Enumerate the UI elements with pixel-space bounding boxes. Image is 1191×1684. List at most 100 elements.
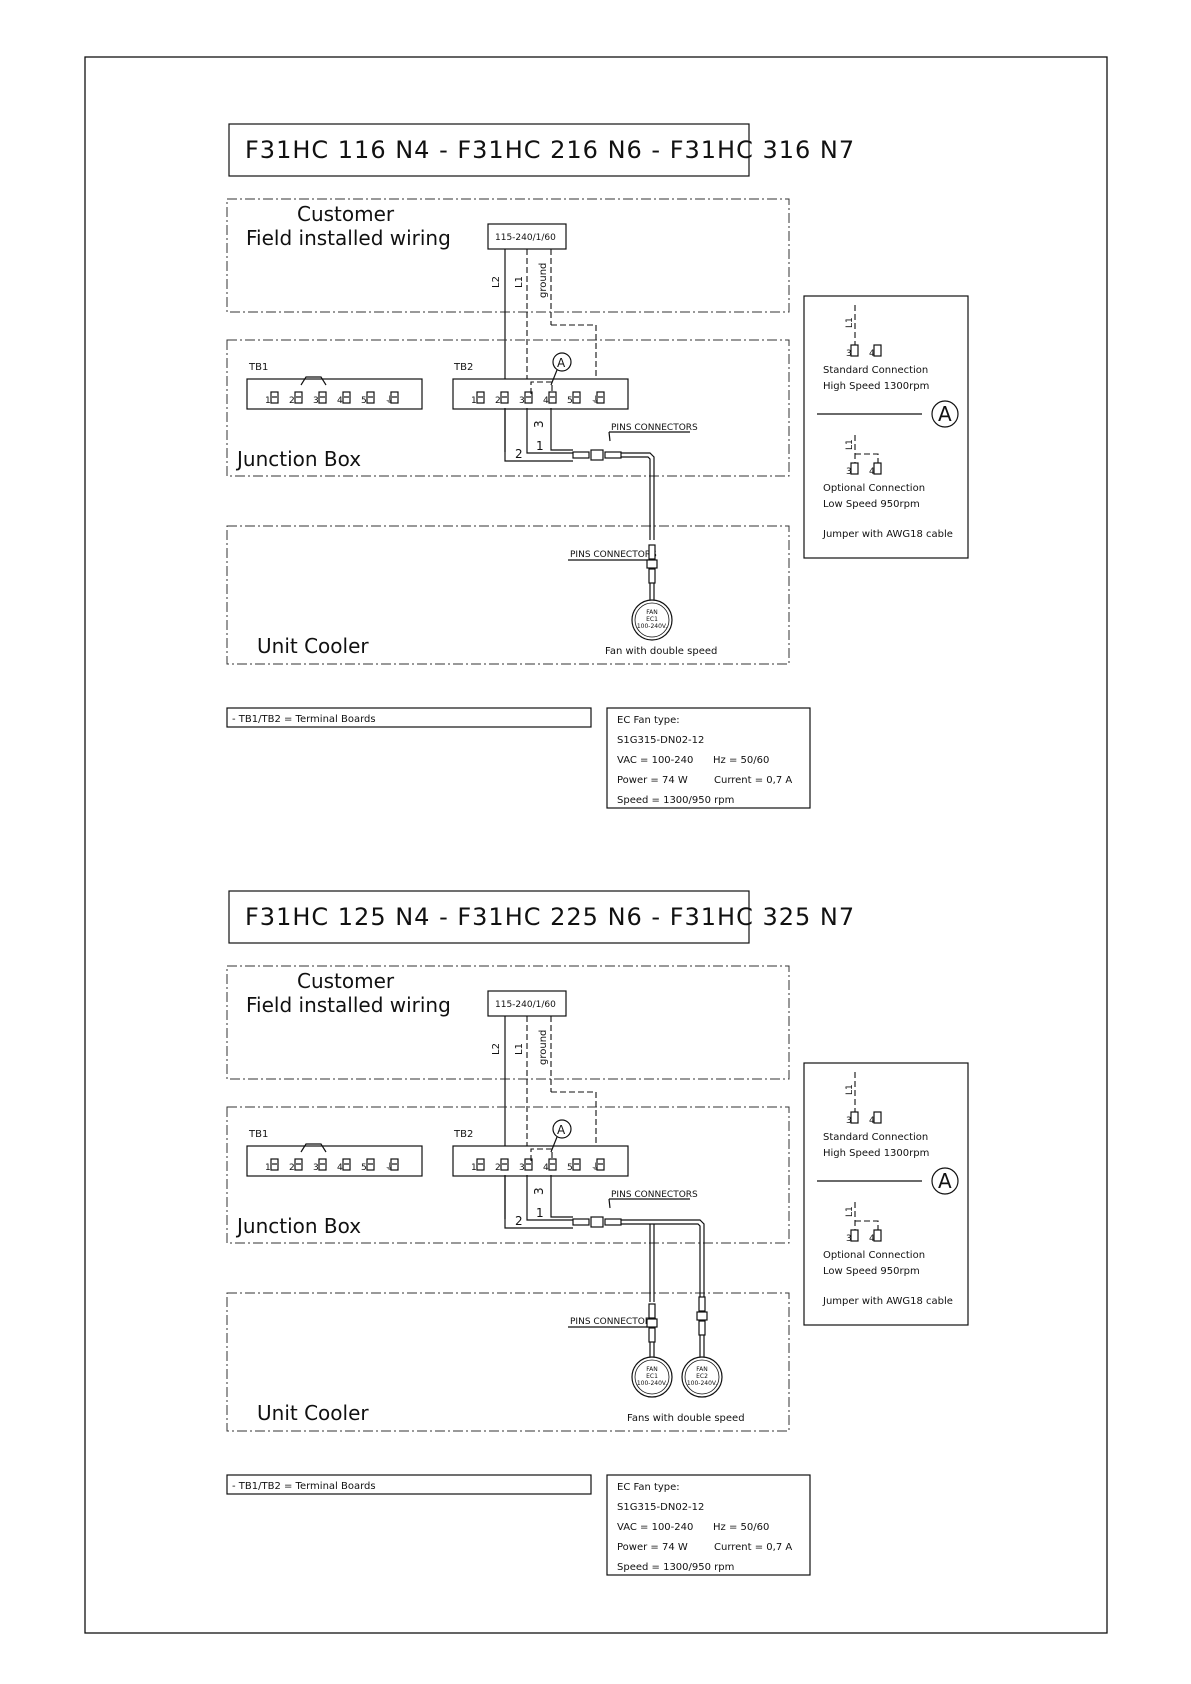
detail-marker: A bbox=[557, 1123, 566, 1137]
pins-connectors-label-2: PINS CONNECTORS bbox=[570, 1317, 657, 1327]
wire-label-ground: ground bbox=[538, 1030, 549, 1065]
wire-num-3: 3 bbox=[532, 1187, 546, 1195]
fan-label: EC1 bbox=[646, 616, 658, 623]
fan-motor bbox=[631, 599, 673, 641]
svg-text:3: 3 bbox=[846, 467, 852, 477]
title-box bbox=[228, 123, 750, 177]
wire-num-3: 3 bbox=[532, 420, 546, 428]
spec-line2: S1G315-DN02-12 bbox=[617, 1502, 704, 1513]
terminal-number: 5 bbox=[361, 396, 367, 406]
svg-text:A: A bbox=[938, 1169, 952, 1193]
svg-text:3: 3 bbox=[846, 1116, 852, 1126]
spec-speed: Speed = 1300/950 rpm bbox=[617, 1562, 734, 1573]
field-wiring-label: Field installed wiring bbox=[246, 993, 451, 1017]
tb1-label: TB1 bbox=[248, 1129, 268, 1140]
supply-label: 115-240/1/60 bbox=[495, 233, 556, 243]
note-text: - TB1/TB2 = Terminal Boards bbox=[232, 714, 376, 725]
wire-label-l1: L1 bbox=[514, 276, 525, 288]
spec-current: Current = 0,7 A bbox=[714, 775, 792, 786]
customer-region bbox=[226, 198, 790, 313]
terminal-number: 3 bbox=[313, 396, 319, 406]
legend-box bbox=[803, 295, 969, 559]
terminal-number: 1 bbox=[471, 396, 477, 406]
terminal-number: 2 bbox=[289, 396, 295, 406]
fan-caption: Fan with double speed bbox=[605, 646, 717, 657]
svg-text:4: 4 bbox=[869, 1116, 875, 1126]
spec-hz: Hz = 50/60 bbox=[713, 755, 769, 766]
terminal-number: 2 bbox=[289, 1163, 295, 1173]
spec-line2: S1G315-DN02-12 bbox=[617, 735, 704, 746]
fan-label: 100-240V. bbox=[637, 1380, 667, 1387]
terminal-number: 3 bbox=[313, 1163, 319, 1173]
tb2-label: TB2 bbox=[453, 362, 473, 373]
wire-num-2: 2 bbox=[515, 1214, 523, 1228]
pins-connectors-label-1: PINS CONNECTORS bbox=[611, 1190, 698, 1200]
junction-label: Junction Box bbox=[235, 447, 361, 471]
customer-label: Customer bbox=[297, 202, 395, 226]
svg-text:4: 4 bbox=[869, 1234, 875, 1244]
spec-vac: VAC = 100-240 bbox=[617, 1522, 693, 1533]
fan-label: FAN bbox=[646, 1366, 658, 1373]
earth-symbol: ⏚ bbox=[591, 1162, 600, 1173]
spec-box bbox=[606, 707, 811, 809]
customer-label: Customer bbox=[297, 969, 395, 993]
terminal-number: 5 bbox=[567, 1163, 573, 1173]
svg-text:High Speed 1300rpm: High Speed 1300rpm bbox=[823, 381, 929, 392]
spec-vac: VAC = 100-240 bbox=[617, 755, 693, 766]
terminal-number: 3 bbox=[519, 396, 525, 406]
spec-line1: EC Fan type: bbox=[617, 1482, 680, 1493]
fan-label: 100-240V. bbox=[637, 623, 667, 630]
spec-speed: Speed = 1300/950 rpm bbox=[617, 795, 734, 806]
fan-label: 100-240V. bbox=[687, 1380, 717, 1387]
spec-current: Current = 0,7 A bbox=[714, 1542, 792, 1553]
fan-motor bbox=[681, 1356, 723, 1398]
diagram-section-2: F31HC 125 N4 - F31HC 225 N6 - F31HC 325 … bbox=[226, 890, 969, 1576]
note-box bbox=[226, 707, 592, 728]
spec-power: Power = 74 W bbox=[617, 775, 688, 786]
svg-text:Low Speed 950rpm: Low Speed 950rpm bbox=[823, 499, 920, 510]
customer-region bbox=[226, 965, 790, 1080]
section-title: F31HC 116 N4 - F31HC 216 N6 - F31HC 316 … bbox=[245, 136, 855, 164]
field-wiring-label: Field installed wiring bbox=[246, 226, 451, 250]
earth-symbol: ⏚ bbox=[591, 395, 600, 406]
legend-optional: L1 3 4 Optional Connection Low Speed 950… bbox=[822, 435, 953, 540]
fan-label: FAN bbox=[696, 1366, 708, 1373]
wire-num-1: 1 bbox=[536, 1206, 544, 1220]
wire-label-l1: L1 bbox=[514, 1043, 525, 1055]
fan-motor bbox=[631, 1356, 673, 1398]
unit-cooler-label: Unit Cooler bbox=[257, 634, 369, 658]
detail-marker-circle bbox=[552, 352, 572, 372]
fan-label: EC1 bbox=[646, 1373, 658, 1380]
spec-power: Power = 74 W bbox=[617, 1542, 688, 1553]
unit-cooler-region bbox=[226, 525, 790, 665]
supply-label: 115-240/1/60 bbox=[495, 1000, 556, 1010]
diagram-section-1: F31HC 116 N4 - F31HC 216 N6 - F31HC 316 … bbox=[226, 123, 969, 809]
svg-text:Standard Connection: Standard Connection bbox=[823, 365, 928, 376]
svg-text:L1: L1 bbox=[845, 317, 855, 328]
svg-text:L1: L1 bbox=[845, 439, 855, 450]
plug-connector bbox=[698, 1296, 706, 1312]
svg-text:A: A bbox=[938, 402, 952, 426]
svg-text:4: 4 bbox=[869, 467, 875, 477]
svg-text:High Speed 1300rpm: High Speed 1300rpm bbox=[823, 1148, 929, 1159]
terminal-number: 4 bbox=[543, 1163, 549, 1173]
spec-box bbox=[606, 1474, 811, 1576]
plug-connector bbox=[648, 1303, 656, 1319]
terminal-number: 1 bbox=[265, 1163, 271, 1173]
wire-label-l2: L2 bbox=[491, 276, 502, 288]
svg-text:3: 3 bbox=[846, 1234, 852, 1244]
section-title: F31HC 125 N4 - F31HC 225 N6 - F31HC 325 … bbox=[245, 903, 855, 931]
junction-region bbox=[226, 1106, 790, 1244]
terminal-number: 4 bbox=[337, 396, 343, 406]
svg-text:Optional Connection: Optional Connection bbox=[823, 1250, 925, 1261]
wire-label-l2: L2 bbox=[491, 1043, 502, 1055]
junction-label: Junction Box bbox=[235, 1214, 361, 1238]
spec-hz: Hz = 50/60 bbox=[713, 1522, 769, 1533]
